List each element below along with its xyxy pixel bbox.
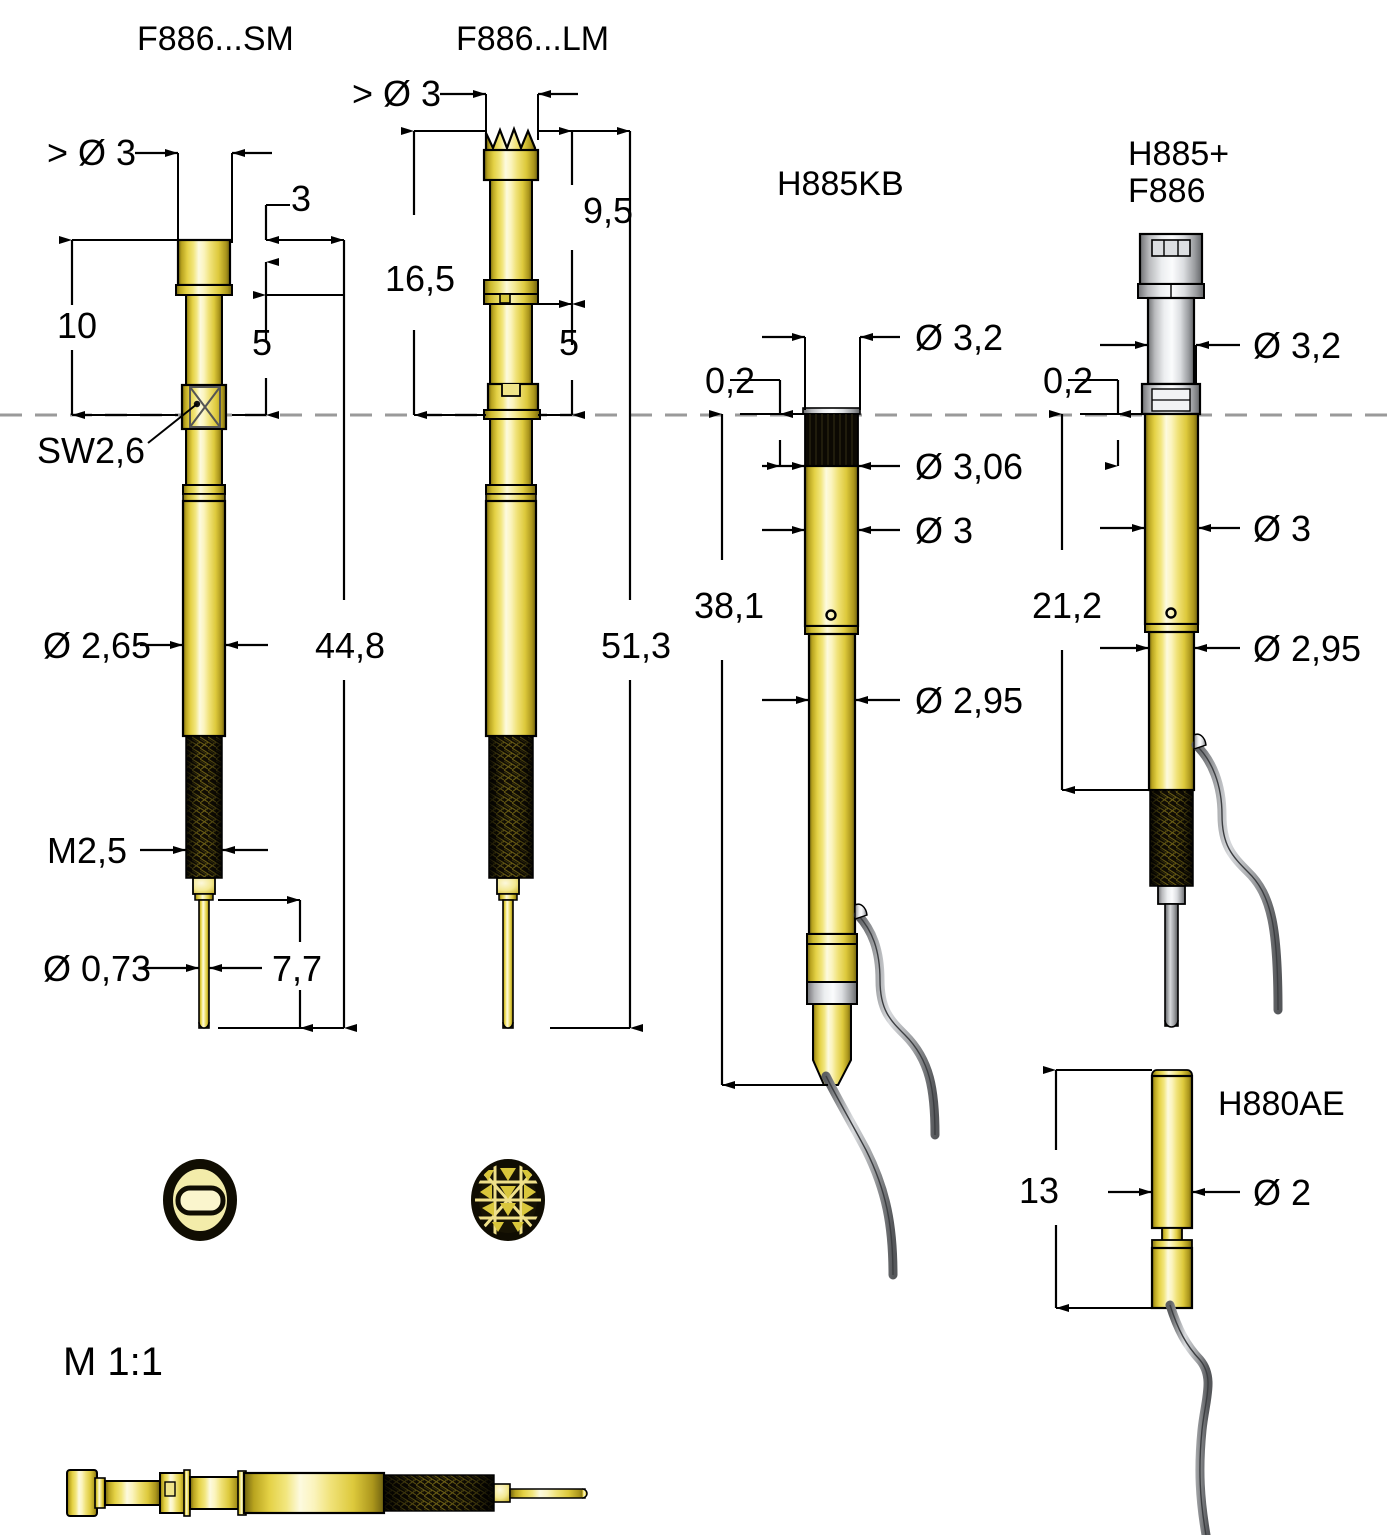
title-f886-sm: F886...SM bbox=[137, 20, 294, 58]
view-kb-dimension-lines bbox=[709, 333, 900, 1089]
dim-hf-212: 21,2 bbox=[1032, 585, 1103, 626]
dim-sm-gt-d3: > Ø 3 bbox=[47, 132, 137, 173]
title-f886-sub: F886 bbox=[1128, 172, 1206, 210]
dim-ae-d2: Ø 2 bbox=[1253, 1172, 1312, 1213]
view-h885f886-dimension-lines bbox=[1049, 341, 1240, 794]
dim-kb-d295: Ø 2,95 bbox=[915, 680, 1024, 721]
dim-sm-d265: Ø 2,65 bbox=[43, 625, 152, 666]
dim-kb-d3: Ø 3 bbox=[915, 510, 974, 551]
dim-kb-d32: Ø 3,2 bbox=[915, 317, 1004, 358]
dim-sm-5: 5 bbox=[252, 322, 273, 363]
view-sm-dimension-lines bbox=[59, 149, 357, 1032]
dim-ae-13: 13 bbox=[1019, 1170, 1060, 1211]
title-h880ae: H880AE bbox=[1218, 1085, 1345, 1123]
dim-sm-10: 10 bbox=[57, 305, 98, 346]
dim-sm-sw26: SW2,6 bbox=[37, 430, 146, 471]
dim-sm-77: 7,7 bbox=[272, 948, 323, 989]
dim-lm-95: 9,5 bbox=[583, 190, 634, 231]
dim-sm-m25: M2,5 bbox=[47, 830, 128, 871]
dim-hf-02: 0,2 bbox=[1043, 360, 1094, 401]
dim-lm-165: 16,5 bbox=[385, 258, 456, 299]
dim-kb-d306: Ø 3,06 bbox=[915, 446, 1024, 487]
dim-kb-381: 38,1 bbox=[694, 585, 765, 626]
scale-reference-probe bbox=[66, 1469, 588, 1517]
view-sm-geometry bbox=[175, 238, 233, 1029]
dim-lm-513: 51,3 bbox=[601, 625, 672, 666]
title-h885-plus: H885+ bbox=[1128, 135, 1230, 173]
dim-hf-d3: Ø 3 bbox=[1253, 508, 1312, 549]
dim-lm-5: 5 bbox=[559, 322, 580, 363]
dim-hf-d32: Ø 3,2 bbox=[1253, 325, 1342, 366]
dim-kb-02: 0,2 bbox=[705, 360, 756, 401]
tip-section-slot bbox=[163, 1159, 237, 1241]
view-ae-geometry bbox=[1150, 1069, 1213, 1535]
scale-note: M 1:1 bbox=[63, 1340, 164, 1384]
view-ae-dimension-lines bbox=[1043, 1066, 1240, 1312]
view-lm-dimension-lines bbox=[401, 90, 643, 1032]
dim-lm-gt-d3: > Ø 3 bbox=[352, 73, 442, 114]
dim-sm-448: 44,8 bbox=[315, 625, 386, 666]
dim-sm-d073: Ø 0,73 bbox=[43, 948, 152, 989]
title-f886-lm: F886...LM bbox=[456, 20, 610, 58]
title-h885kb: H885KB bbox=[777, 165, 904, 203]
dim-hf-d295: Ø 2,95 bbox=[1253, 628, 1362, 669]
dim-sm-3: 3 bbox=[291, 178, 312, 219]
view-lm-geometry bbox=[482, 125, 541, 1029]
tip-section-knurled bbox=[471, 1159, 545, 1241]
